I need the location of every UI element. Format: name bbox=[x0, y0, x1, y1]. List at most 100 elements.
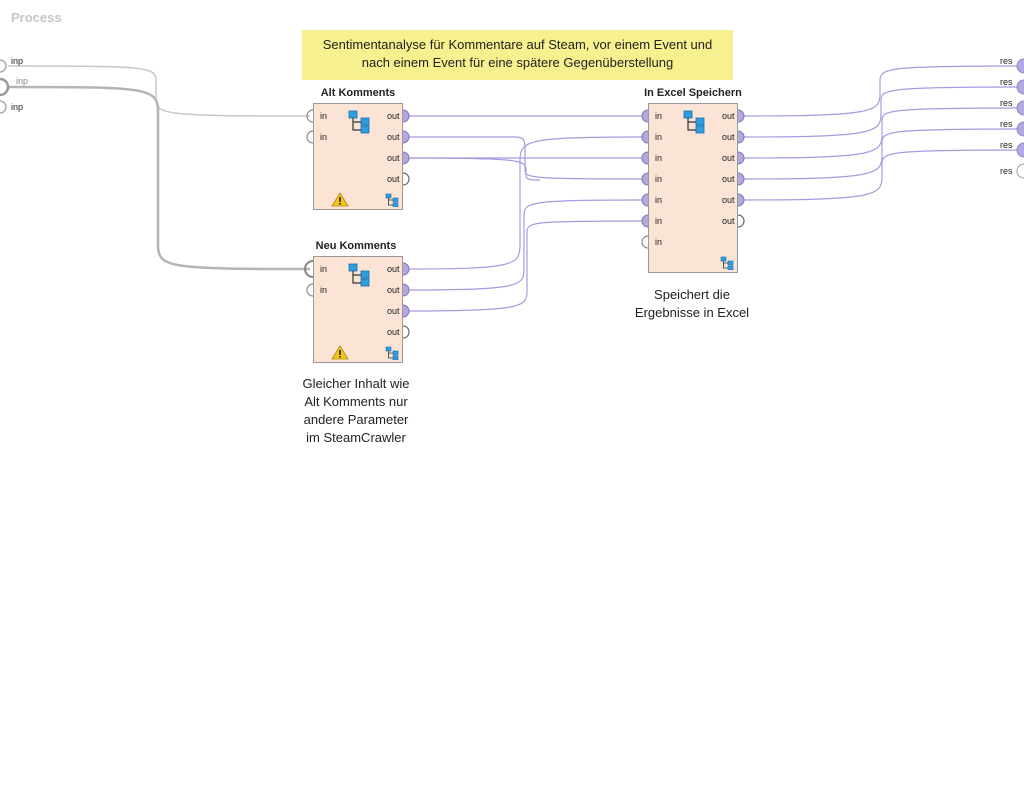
result-label-4: res bbox=[1000, 119, 1013, 129]
excel-out-label-6: out bbox=[722, 216, 735, 226]
result-port-4[interactable] bbox=[1016, 121, 1024, 137]
input-label-1: inp bbox=[11, 56, 24, 66]
subprocess-tree-icon bbox=[683, 110, 705, 134]
alt-out-port-2[interactable] bbox=[402, 130, 410, 144]
result-port-5[interactable] bbox=[1016, 142, 1024, 158]
alt-in-label-2: in bbox=[320, 132, 328, 142]
alt-in-port-2[interactable] bbox=[306, 130, 314, 144]
excel-in-port-1[interactable] bbox=[641, 109, 649, 123]
input-port-3[interactable] bbox=[0, 100, 7, 114]
result-label-1: res bbox=[1000, 56, 1013, 66]
warning-icon[interactable] bbox=[331, 192, 349, 207]
excel-in-port-2[interactable] bbox=[641, 130, 649, 144]
wire-neu-out1-excel-in2[interactable] bbox=[407, 136, 646, 270]
alt-out-label-4: out bbox=[387, 174, 400, 184]
excel-out-label-2: out bbox=[722, 132, 735, 142]
neu-komments-operator[interactable] bbox=[313, 256, 403, 363]
caption-line: andere Parameter bbox=[303, 412, 409, 427]
result-label-3: res bbox=[1000, 98, 1013, 108]
excel-out-label-5: out bbox=[722, 195, 735, 205]
alt-out-label-1: out bbox=[387, 111, 400, 121]
excel-in-label-7: in bbox=[655, 237, 663, 247]
excel-in-label-3: in bbox=[655, 153, 663, 163]
alt-komments-operator[interactable] bbox=[313, 103, 403, 210]
caption-line: im SteamCrawler bbox=[306, 430, 406, 445]
neu-in-label-2: in bbox=[320, 285, 328, 295]
warning-icon[interactable] bbox=[331, 345, 349, 360]
wire-input-2[interactable] bbox=[7, 85, 311, 271]
excel-in-port-4[interactable] bbox=[641, 172, 649, 186]
alt-out-port-3[interactable] bbox=[402, 151, 410, 165]
neu-out-port-4[interactable] bbox=[402, 325, 410, 339]
alt-komments-ports bbox=[306, 109, 410, 186]
caption-line: Speichert die bbox=[654, 287, 730, 302]
excel-ports bbox=[641, 109, 745, 249]
sticky-note-line-1: Sentimentanalyse für Kommentare auf Stea… bbox=[322, 37, 713, 52]
excel-out-port-6[interactable] bbox=[737, 214, 745, 228]
wire-excel-out1-res1[interactable] bbox=[741, 65, 1023, 117]
excel-out-port-2[interactable] bbox=[737, 130, 745, 144]
neu-out-label-1: out bbox=[387, 264, 400, 274]
neu-in-port-2[interactable] bbox=[306, 283, 314, 297]
result-port-3[interactable] bbox=[1016, 100, 1024, 116]
result-port-2[interactable] bbox=[1016, 79, 1024, 95]
sticky-note-line-2: nach einem Event für eine spätere Gegenü… bbox=[361, 55, 674, 70]
result-label-5: res bbox=[1000, 140, 1013, 150]
excel-in-label-2: in bbox=[655, 132, 663, 142]
excel-in-port-7[interactable] bbox=[641, 235, 649, 249]
neu-in-label-1: in bbox=[320, 264, 328, 274]
alt-in-port-1[interactable] bbox=[306, 109, 314, 123]
alt-out-port-4[interactable] bbox=[402, 172, 410, 186]
result-port-1[interactable] bbox=[1016, 58, 1024, 74]
excel-in-label-6: in bbox=[655, 216, 663, 226]
excel-in-port-3[interactable] bbox=[641, 151, 649, 165]
wire-excel-out5-res5[interactable] bbox=[741, 149, 1023, 201]
result-port-6[interactable] bbox=[1016, 163, 1024, 179]
input-port-2[interactable] bbox=[0, 77, 10, 97]
subprocess-icon[interactable] bbox=[720, 256, 734, 270]
excel-out-port-4[interactable] bbox=[737, 172, 745, 186]
neu-out-port-1[interactable] bbox=[402, 262, 410, 276]
excel-out-port-5[interactable] bbox=[737, 193, 745, 207]
excel-operator[interactable] bbox=[648, 103, 738, 273]
result-label-6: res bbox=[1000, 166, 1013, 176]
sticky-note[interactable]: Sentimentanalyse für Kommentare auf Stea… bbox=[302, 30, 733, 80]
wire-neu-out2-excel-in5[interactable] bbox=[407, 199, 646, 291]
alt-komments-title[interactable]: Alt Komments bbox=[320, 87, 396, 99]
neu-out-port-2[interactable] bbox=[402, 283, 410, 297]
wire-excel-out2-res2[interactable] bbox=[741, 86, 1023, 138]
excel-out-label-3: out bbox=[722, 153, 735, 163]
excel-in-port-5[interactable] bbox=[641, 193, 649, 207]
excel-in-label-5: in bbox=[655, 195, 663, 205]
alt-out-label-3: out bbox=[387, 153, 400, 163]
wire-excel-out3-res3[interactable] bbox=[741, 107, 1023, 159]
excel-in-port-6[interactable] bbox=[641, 214, 649, 228]
alt-out-port-1[interactable] bbox=[402, 109, 410, 123]
subprocess-tree-icon bbox=[348, 110, 370, 134]
connections bbox=[7, 65, 1023, 312]
excel-out-port-1[interactable] bbox=[737, 109, 745, 123]
subprocess-icon[interactable] bbox=[385, 193, 399, 207]
neu-out-port-3[interactable] bbox=[402, 304, 410, 318]
neu-komments-title[interactable]: Neu Komments bbox=[315, 240, 397, 252]
excel-out-label-4: out bbox=[722, 174, 735, 184]
wire-neu-out3-excel-in6[interactable] bbox=[407, 220, 646, 312]
caption-line: Ergebnisse in Excel bbox=[634, 305, 750, 320]
process-input-ports bbox=[0, 59, 10, 114]
neu-komments-ports bbox=[304, 260, 410, 339]
input-port-1[interactable] bbox=[0, 59, 7, 73]
neu-in-port-1[interactable] bbox=[304, 260, 314, 278]
excel-in-label-4: in bbox=[655, 174, 663, 184]
neu-out-label-3: out bbox=[387, 306, 400, 316]
input-label-3: inp bbox=[11, 102, 24, 112]
excel-out-port-3[interactable] bbox=[737, 151, 745, 165]
neu-out-label-4: out bbox=[387, 327, 400, 337]
wire-alt-out2-excel-in4[interactable] bbox=[408, 136, 646, 180]
excel-out-label-1: out bbox=[722, 111, 735, 121]
excel-operator-title[interactable]: In Excel Speichern bbox=[644, 87, 742, 99]
alt-out-label-2: out bbox=[387, 132, 400, 142]
wire-excel-out4-res4[interactable] bbox=[741, 128, 1023, 180]
alt-in-label-1: in bbox=[320, 111, 328, 121]
subprocess-icon[interactable] bbox=[385, 346, 399, 360]
